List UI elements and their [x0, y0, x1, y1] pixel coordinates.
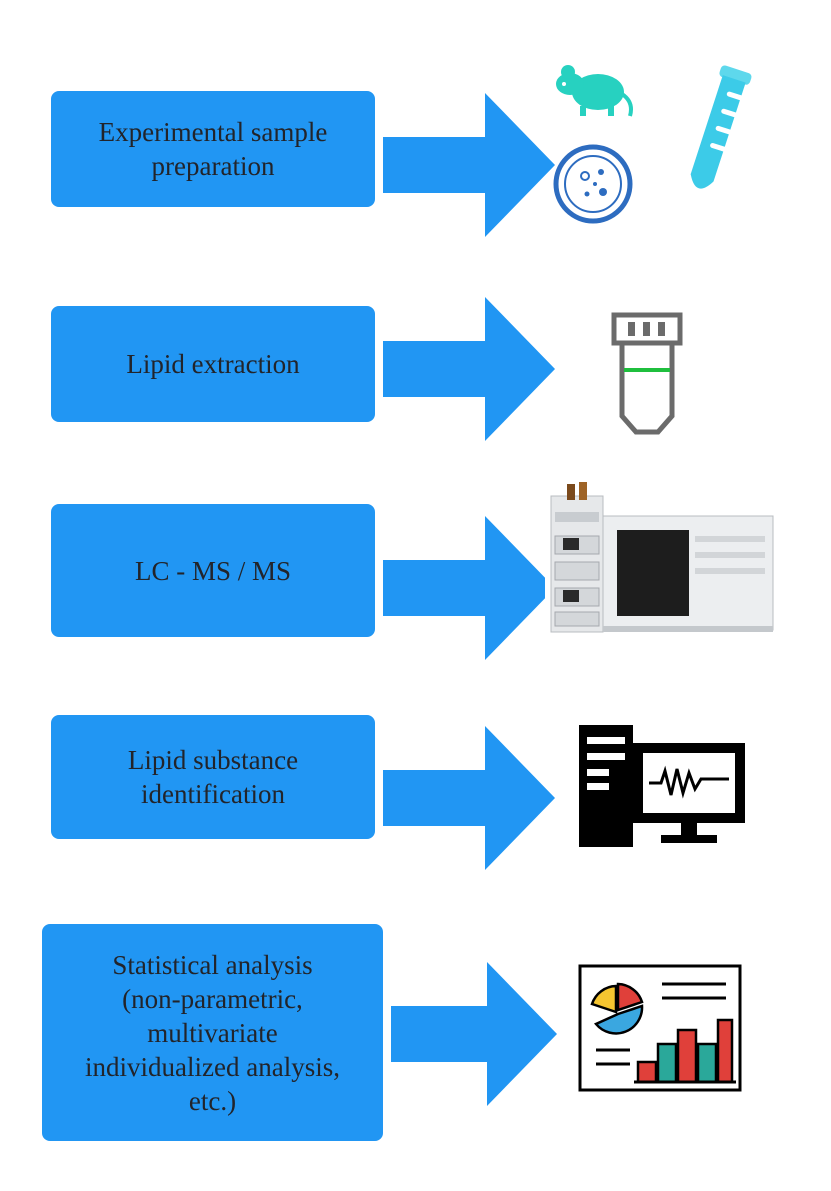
right-arrow-icon — [383, 93, 555, 237]
right-arrow-icon — [391, 962, 557, 1106]
step-box-lipid-identification: Lipid substance identification — [51, 715, 375, 839]
step-label: Lipid substance identification — [127, 745, 299, 809]
step-label: LC - MS / MS — [134, 555, 292, 586]
step-box-sample-preparation: Experimental sample preparation — [51, 91, 375, 207]
mouse-icon — [550, 62, 636, 125]
step-label: Statistical analysis (non-parametric, mu… — [85, 949, 340, 1116]
step-label: Experimental sample preparation — [98, 117, 328, 181]
petri-dish-icon — [551, 144, 635, 229]
right-arrow-icon — [383, 297, 555, 441]
lc-ms-instrument-icon — [545, 476, 777, 643]
right-arrow-icon — [383, 516, 555, 660]
step-box-lc-ms-ms: LC - MS / MS — [51, 504, 375, 637]
step-box-statistical-analysis: Statistical analysis (non-parametric, mu… — [42, 924, 383, 1141]
statistics-report-icon — [578, 964, 742, 1097]
step-label: Lipid extraction — [126, 349, 300, 379]
right-arrow-icon — [383, 726, 555, 870]
test-tube-icon — [672, 62, 760, 213]
step-box-lipid-extraction: Lipid extraction — [51, 306, 375, 422]
extraction-tube-icon — [610, 312, 686, 443]
computer-spectrum-icon — [577, 723, 747, 854]
